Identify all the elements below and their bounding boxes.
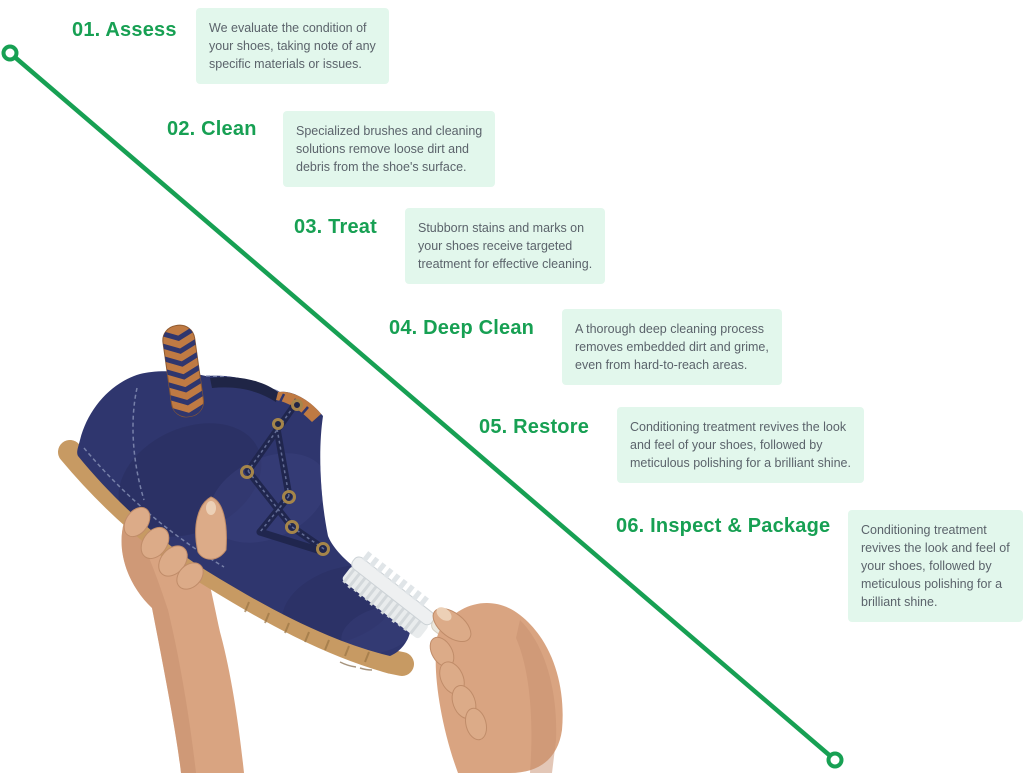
lace-grommets: [272, 399, 303, 430]
lace-hooks: [240, 465, 330, 556]
step-title: 04. Deep Clean: [389, 317, 535, 339]
hands-cleaning-shoe-illustration: [58, 324, 563, 773]
step-description: A thorough deep cleaning process removes…: [575, 322, 769, 372]
step-description: Conditioning treatment revives the look …: [861, 523, 1010, 609]
step-description-box: Conditioning treatment revives the look …: [848, 510, 1023, 622]
connector-end-dot: [826, 751, 844, 769]
step-description-box: A thorough deep cleaning process removes…: [562, 309, 782, 385]
step-description-box: We evaluate the condition of your shoes,…: [196, 8, 389, 84]
right-thumb: [432, 607, 472, 643]
step-description: Specialized brushes and cleaning solutio…: [296, 124, 483, 174]
step-title: 05. Restore: [479, 416, 590, 438]
shoe-sole: [58, 440, 414, 676]
step-description: Conditioning treatment revives the look …: [630, 420, 851, 470]
step-description-box: Stubborn stains and marks on your shoes …: [405, 208, 606, 284]
step-description-box: Specialized brushes and cleaning solutio…: [283, 111, 496, 187]
step-title: 01. Assess: [72, 19, 177, 41]
step-title: 02. Clean: [167, 118, 257, 140]
connector-start-dot: [1, 44, 19, 62]
right-hand-fingers: [429, 636, 488, 741]
step-description-box: Conditioning treatment revives the look …: [617, 407, 864, 483]
step-title: 03. Treat: [294, 216, 377, 238]
step-title: 06. Inspect & Package: [616, 515, 831, 537]
step-description: We evaluate the condition of your shoes,…: [209, 21, 376, 71]
step-description: Stubborn stains and marks on your shoes …: [418, 221, 593, 271]
shoe-collar-shadow: [210, 376, 278, 402]
left-arm: [121, 509, 244, 773]
shoe-laces: [240, 399, 330, 556]
left-thumb: [195, 496, 227, 560]
shoe-heel-tab: [160, 324, 206, 419]
left-hand-fingers: [123, 506, 204, 590]
